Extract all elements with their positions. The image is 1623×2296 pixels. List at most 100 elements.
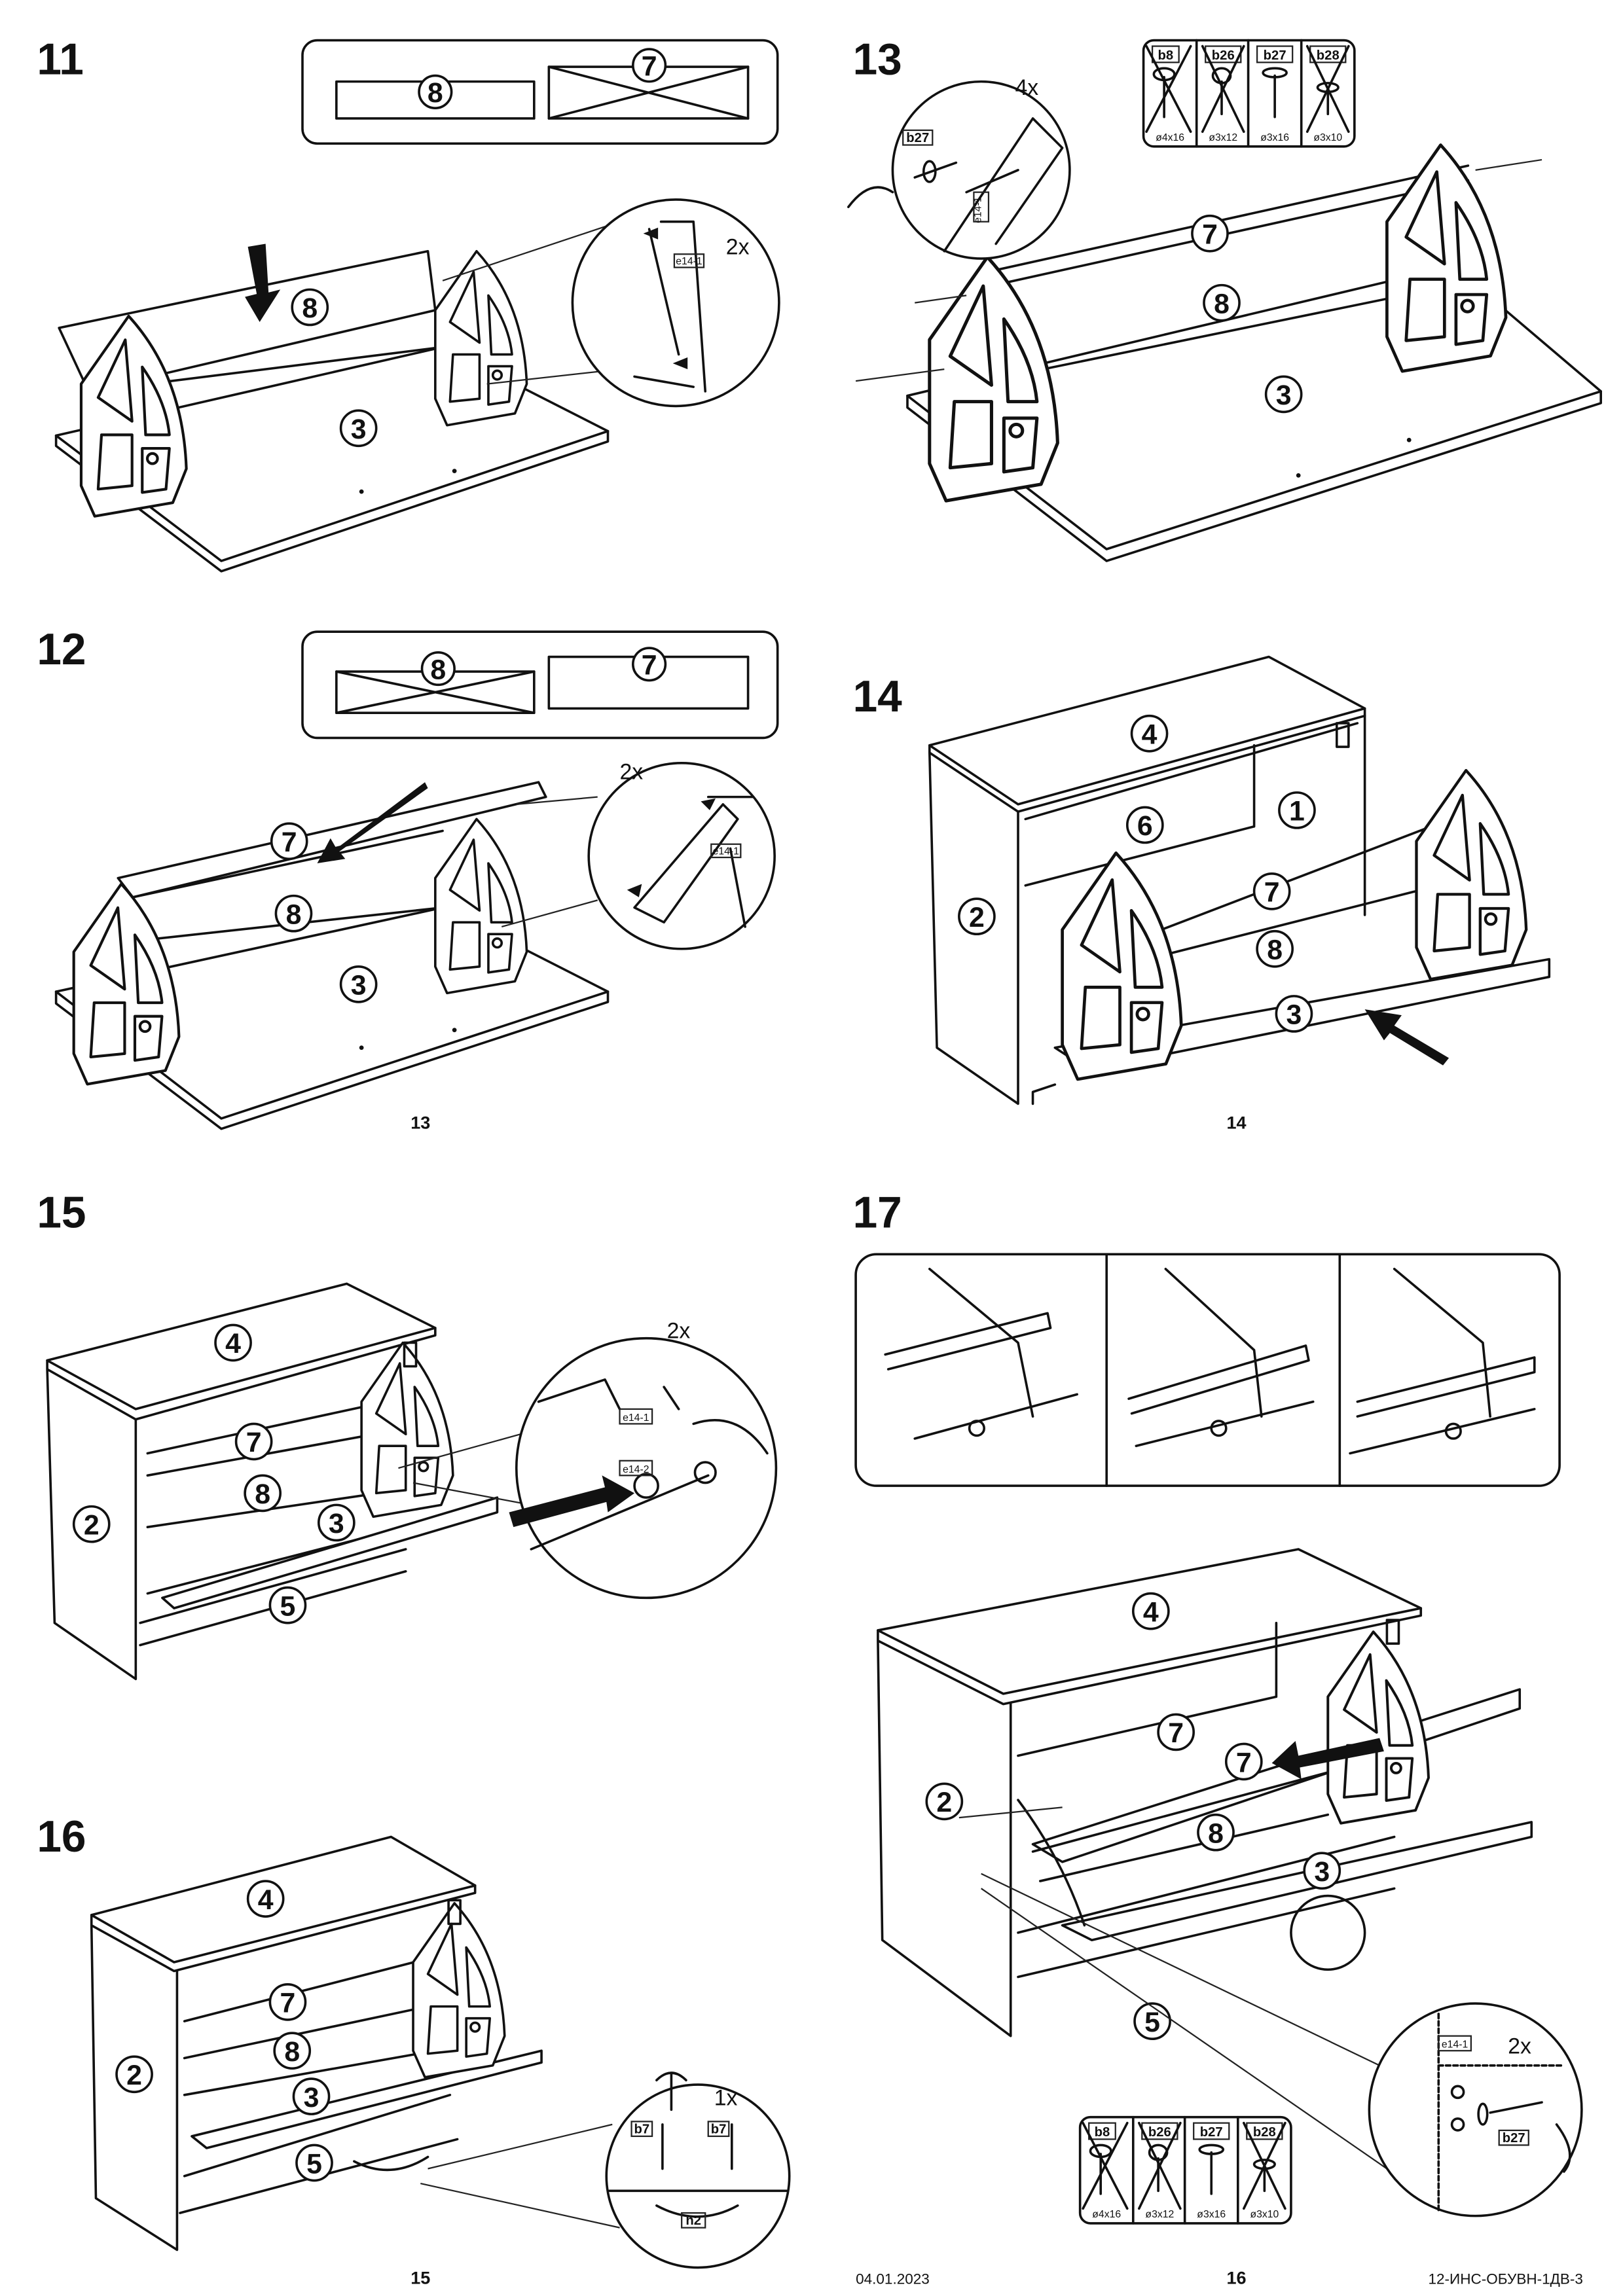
- svg-text:ø4x16: ø4x16: [1092, 2209, 1121, 2220]
- assembly-drawing: 4 7 7 8 3 2 5 e14-1 b27 2x: [877, 1548, 1583, 2217]
- assembly-drawing: 4 7 8 3 2 5 e14-1 e14-2 2x: [46, 1282, 778, 1681]
- step-15: 15 4 7 8 3 2 5 e14-1: [37, 1189, 778, 1681]
- hardware-label: e14-1: [973, 197, 984, 223]
- part-marker: 8: [302, 293, 318, 324]
- screwdriver-icon: [655, 2072, 687, 2111]
- part-marker: 2: [936, 1787, 952, 1818]
- part-marker: 5: [306, 2148, 322, 2179]
- part-marker: 7: [280, 1988, 296, 2019]
- step-number: 12: [37, 625, 86, 674]
- part-marker: 7: [1236, 1747, 1252, 1778]
- step-number: 13: [853, 35, 902, 84]
- hardware-label: b27: [1503, 2131, 1525, 2145]
- assembly-drawing: 4 6 1 2 7 8 3: [928, 655, 1551, 1105]
- svg-text:ø3x10: ø3x10: [1250, 2209, 1279, 2220]
- step-number: 11: [37, 35, 83, 84]
- assembly-drawing: 4 7 8 3 2 5 b7 b7 h2 1x: [90, 1835, 791, 2269]
- svg-text:b27: b27: [1264, 48, 1286, 63]
- option-box: 8 7: [301, 630, 779, 740]
- svg-text:ø3x16: ø3x16: [1260, 132, 1289, 143]
- svg-text:b8: b8: [1158, 48, 1174, 63]
- screw-b8: b8 ø4x16: [1145, 45, 1192, 143]
- part-marker: 5: [280, 1590, 296, 1622]
- part-marker: 1: [1289, 796, 1305, 827]
- part-marker: 8: [428, 77, 443, 109]
- svg-text:ø3x10: ø3x10: [1313, 132, 1342, 143]
- screwdriver-icon: [1555, 2123, 1571, 2173]
- part-marker: 4: [1143, 1596, 1159, 1628]
- part-marker: 8: [255, 1479, 270, 1510]
- hardware-label: e14-2: [623, 1464, 649, 1475]
- part-marker: 7: [1264, 877, 1280, 908]
- part-marker: 3: [351, 970, 367, 1001]
- part-marker: 8: [284, 2036, 300, 2068]
- svg-text:b8: b8: [1095, 2125, 1110, 2140]
- svg-text:b26: b26: [1212, 48, 1235, 63]
- option-box: 8 7: [301, 39, 779, 145]
- part-marker: 7: [642, 51, 657, 82]
- part-marker: 3: [351, 414, 367, 445]
- page-number: 15: [410, 2268, 430, 2287]
- detail-callout: [515, 1336, 778, 1600]
- part-marker: 2: [126, 2060, 142, 2091]
- screw-b28: b28 ø3x10: [1243, 2121, 1286, 2220]
- position-sequence-panel: [854, 1253, 1561, 1487]
- part-marker: 3: [1286, 999, 1302, 1031]
- screw-b27: b27 ø3x16: [1256, 45, 1294, 143]
- hardware-label: b27: [906, 131, 929, 145]
- svg-text:b28: b28: [1317, 48, 1340, 63]
- page-number: 16: [1227, 2268, 1247, 2287]
- arrow-icon: [317, 782, 428, 864]
- step-13: 13 b8 ø4x16 b26 ø3x12 b27 ø3x16: [847, 35, 1602, 562]
- step-17: 17 4 7 7 8 3: [853, 1189, 1583, 2225]
- hardware-label: e14-1: [676, 256, 702, 267]
- part-marker: 2: [84, 1509, 100, 1541]
- footer-date: 04.01.2023: [856, 2270, 930, 2287]
- arrow-icon: [245, 243, 281, 322]
- screw-b26: b26 ø3x12: [1138, 2121, 1182, 2220]
- part-marker: 3: [329, 1508, 344, 1539]
- hardware-label: e14-1: [623, 1412, 649, 1424]
- svg-text:b28: b28: [1253, 2125, 1276, 2140]
- screw-b28: b28 ø3x10: [1305, 45, 1350, 143]
- quantity-label: 2x: [1508, 2034, 1531, 2059]
- detail-callout: [605, 2083, 791, 2269]
- step-number: 15: [37, 1189, 86, 1238]
- part-marker: 2: [969, 902, 985, 933]
- screw-legend: b8 ø4x16 b26 ø3x12 b27 ø3x16 b28 ø3x10: [1078, 2115, 1292, 2225]
- arrow-icon: [1364, 1009, 1450, 1066]
- screw-b26: b26 ø3x12: [1201, 45, 1245, 143]
- quantity-label: 4x: [1015, 75, 1039, 100]
- page-number: 13: [410, 1113, 430, 1133]
- step-12: 12 8 7 7 8 3: [37, 625, 779, 1133]
- screw-b8: b8 ø4x16: [1082, 2121, 1129, 2220]
- quantity-label: 2x: [726, 234, 750, 259]
- part-marker: 4: [1142, 719, 1158, 751]
- screw-b27: b27 ø3x16: [1193, 2122, 1230, 2220]
- part-marker: 7: [1202, 219, 1218, 251]
- hardware-label: b7: [711, 2122, 727, 2136]
- part-marker: 8: [1208, 1818, 1224, 1849]
- part-marker: 3: [1314, 1856, 1330, 1888]
- quantity-label: 1x: [714, 2086, 738, 2111]
- step-11: 11 8 7 8 3 e14-: [37, 35, 780, 573]
- part-marker: 7: [642, 650, 657, 681]
- detail-callout: [571, 198, 780, 408]
- part-marker: 8: [1214, 288, 1230, 319]
- svg-text:ø3x12: ø3x12: [1209, 132, 1237, 143]
- document-code: 12-ИНС-ОБУВН-1ДВ-3: [1429, 2270, 1583, 2287]
- step-16: 16 4 7 8 3 2 5 b7: [37, 1812, 791, 2287]
- hardware-label: e14-1: [713, 846, 739, 857]
- detail-callout: [891, 80, 1071, 260]
- step-number: 16: [37, 1812, 86, 1861]
- footer: 04.01.2023 16 12-ИНС-ОБУВН-1ДВ-3: [856, 2268, 1583, 2287]
- svg-text:ø3x16: ø3x16: [1197, 2209, 1226, 2220]
- assembly-drawing: 7 8 3 e14-1 2x: [54, 760, 776, 1130]
- part-marker: 8: [430, 654, 446, 685]
- detail-callout: [1368, 2002, 1583, 2217]
- svg-text:b27: b27: [1200, 2125, 1223, 2140]
- step-number: 17: [853, 1189, 902, 1238]
- part-marker: 4: [225, 1328, 241, 1359]
- part-marker: 7: [246, 1427, 262, 1458]
- svg-text:b26: b26: [1148, 2125, 1171, 2140]
